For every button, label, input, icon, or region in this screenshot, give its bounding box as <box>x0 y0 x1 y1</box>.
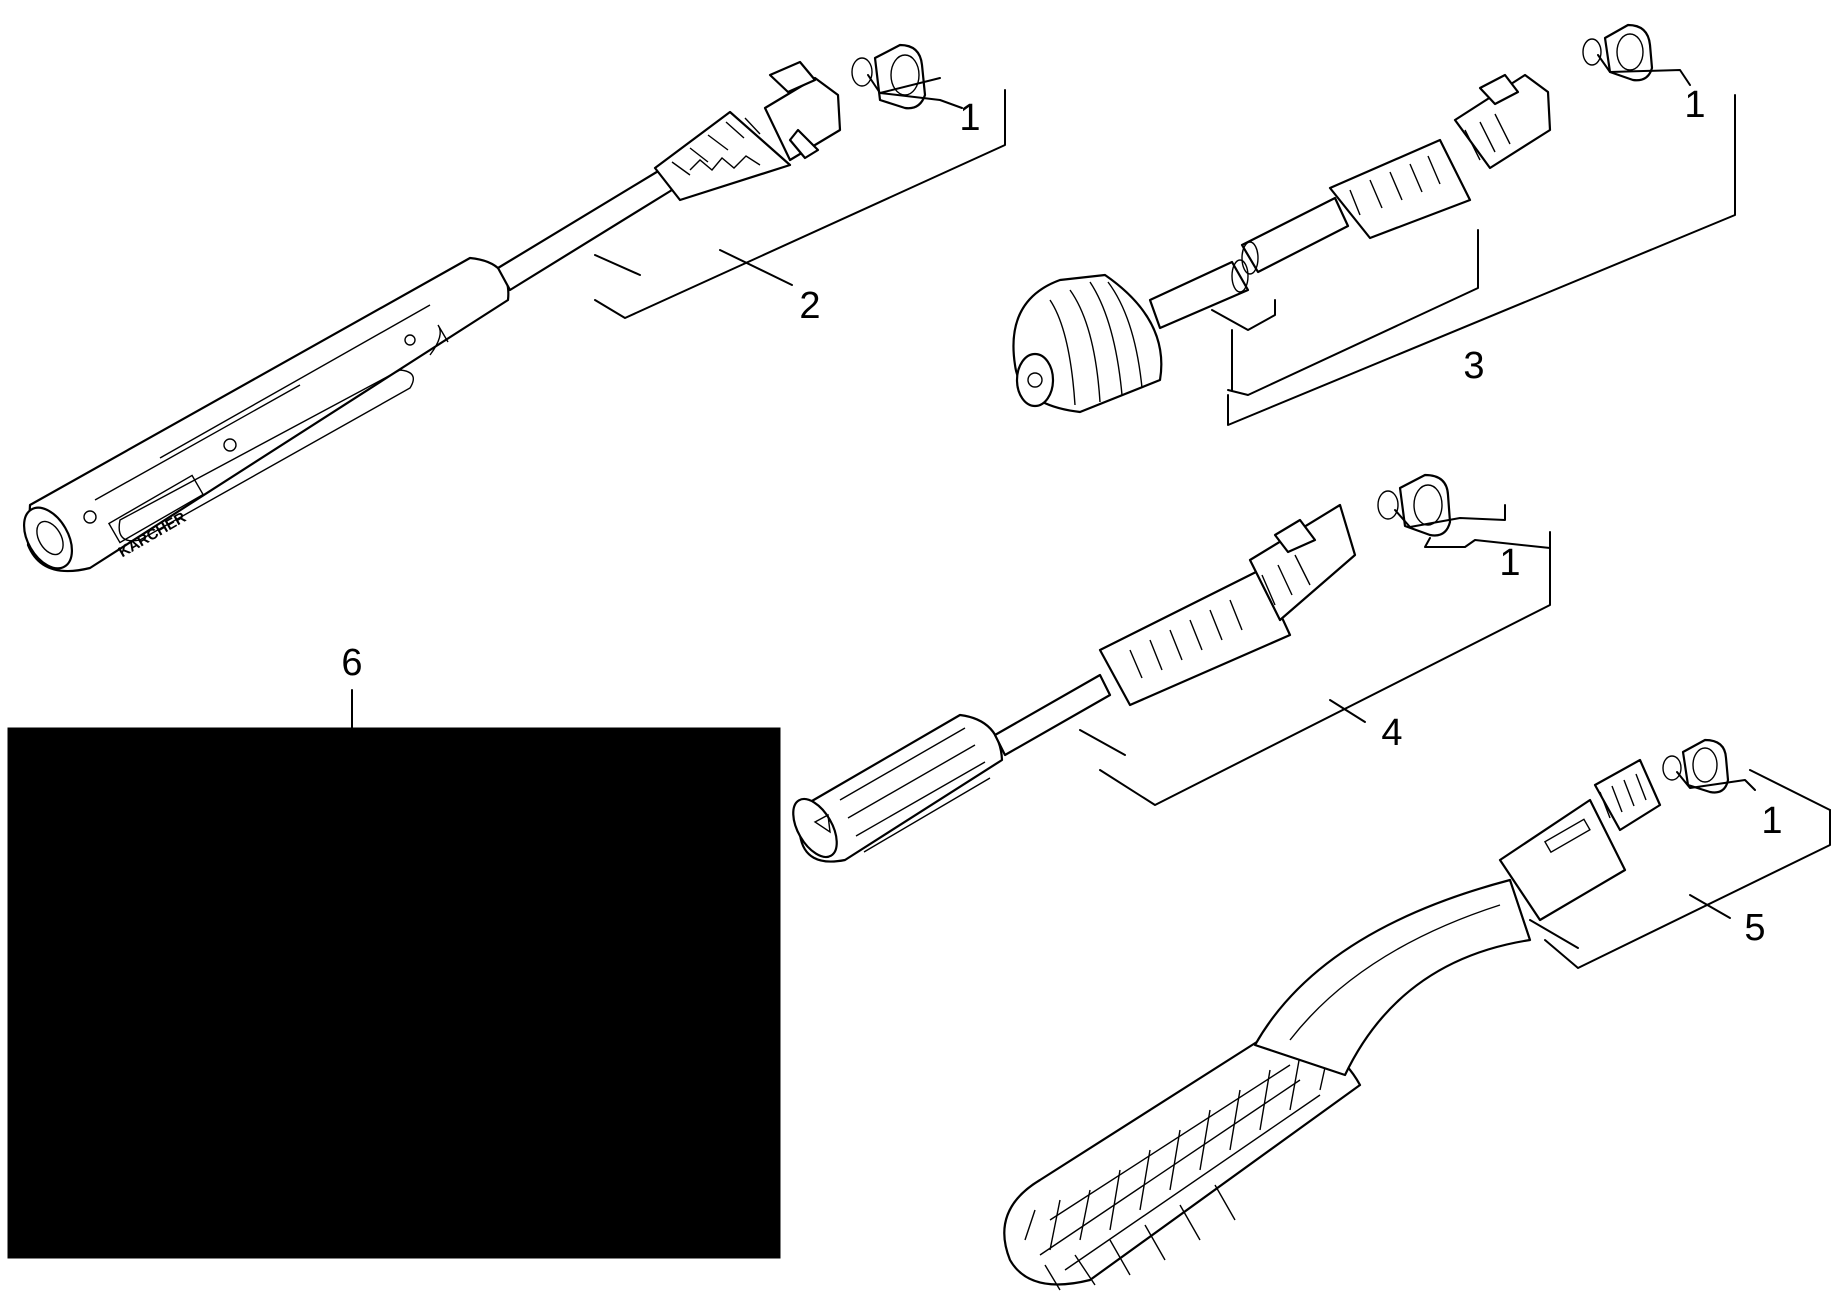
rotary-tube-upper <box>1240 196 1350 274</box>
lance-nozzle-head <box>653 60 842 202</box>
label-part-6: 6 <box>341 642 362 684</box>
extension-lance-tube <box>993 673 1112 757</box>
label-part-4: 4 <box>1381 712 1402 754</box>
label-part-1-d: 1 <box>1761 800 1782 842</box>
label-part-1-b: 1 <box>1684 84 1705 126</box>
spray-lance-assembly-2: KARCHER <box>22 60 842 573</box>
label-part-5: 5 <box>1744 907 1765 949</box>
extension-lance-coupling <box>1098 503 1357 707</box>
brush-head <box>1003 1037 1362 1291</box>
extension-lance-assembly-4 <box>792 503 1357 863</box>
leader-lines <box>351 54 1831 969</box>
lance-tube <box>496 168 674 292</box>
brush-coupling <box>1498 758 1662 922</box>
fitting-set-a <box>851 43 927 110</box>
rotary-tube-lower <box>1148 260 1250 330</box>
rotary-nozzle-head <box>1012 273 1163 414</box>
label-part-3: 3 <box>1463 345 1484 387</box>
part-6-blackout-area <box>7 727 781 1259</box>
spray-lance-handle: KARCHER <box>22 256 510 573</box>
label-part-1-a: 1 <box>959 97 980 139</box>
fitting-set-d <box>1662 738 1730 794</box>
extension-lance-grip <box>792 713 1004 863</box>
label-part-1-c: 1 <box>1499 542 1520 584</box>
wash-brush-assembly-5 <box>1003 758 1662 1291</box>
fitting-set-c <box>1377 473 1452 537</box>
rotary-coupling <box>1328 73 1552 240</box>
dirt-blaster-assembly-3 <box>1012 73 1552 414</box>
brush-neck <box>1253 878 1532 1077</box>
label-part-2: 2 <box>799 285 820 327</box>
fitting-set-b <box>1582 23 1654 82</box>
